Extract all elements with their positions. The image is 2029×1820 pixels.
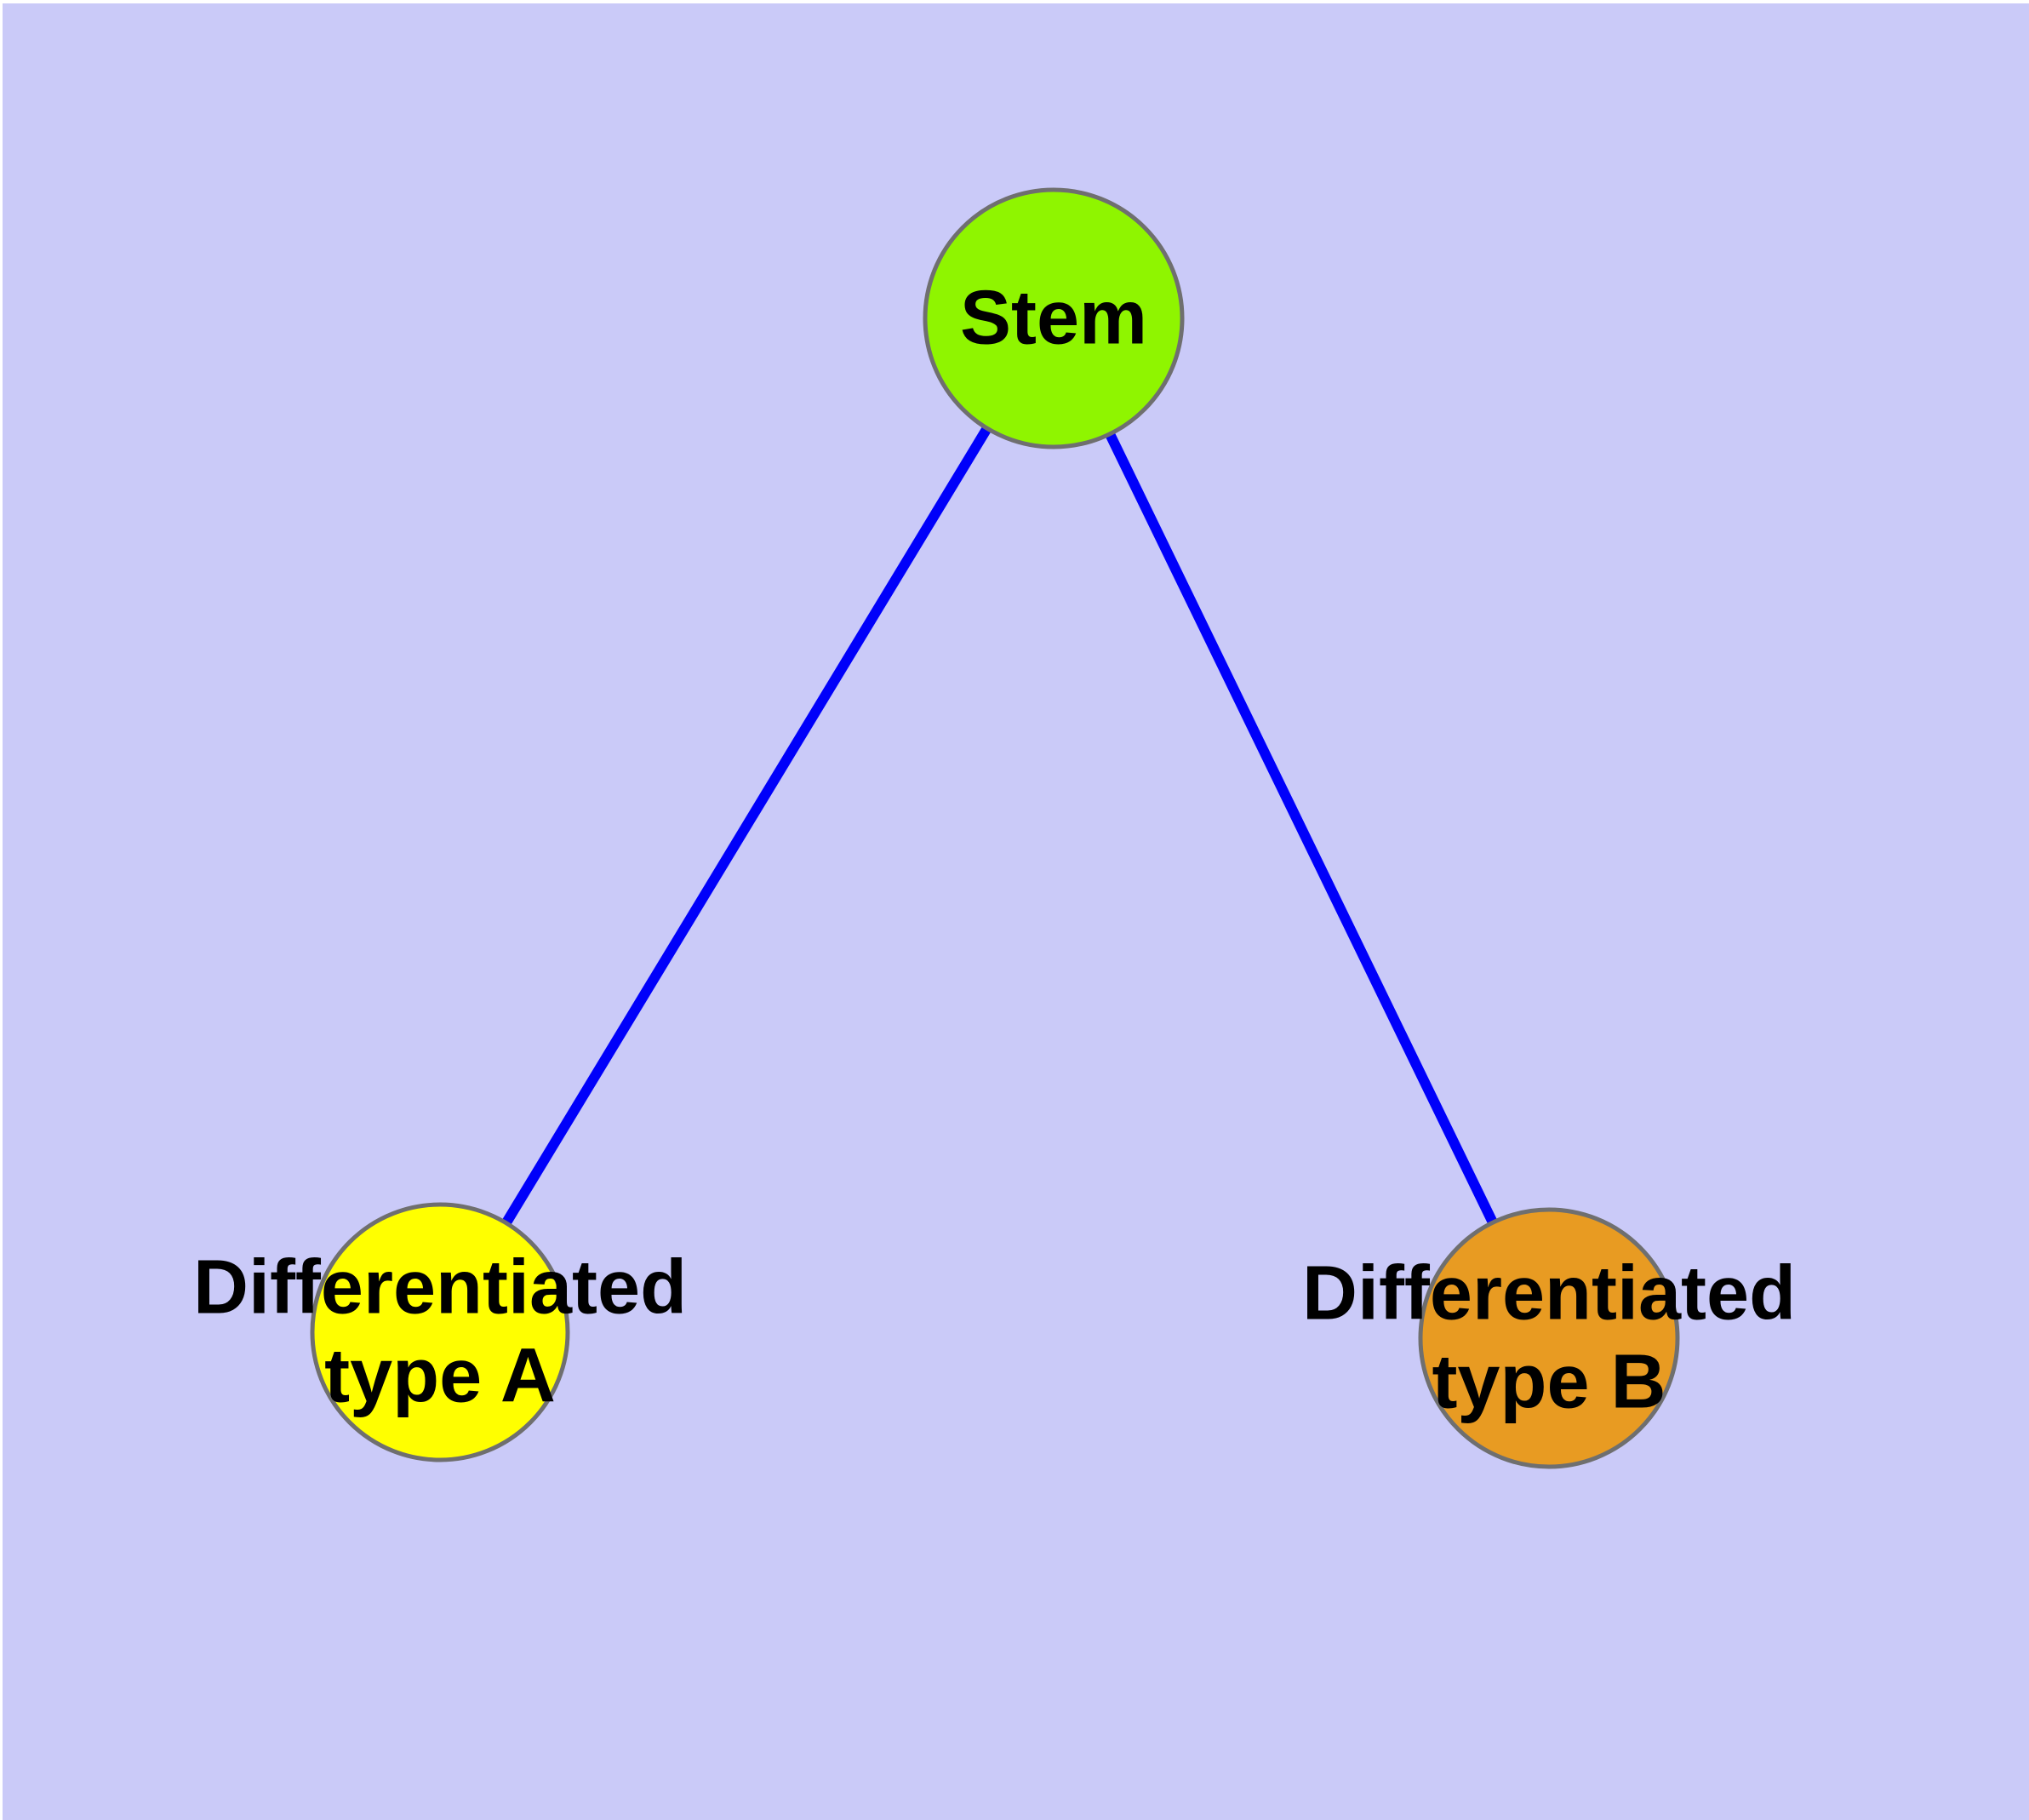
- node-stem: [923, 187, 1185, 449]
- edge-stem-to-type-b: [1049, 316, 1554, 1341]
- node-differentiated-type-a: [310, 1202, 570, 1462]
- edge-stem-to-type-a: [435, 315, 1059, 1336]
- node-differentiated-type-b: [1418, 1207, 1680, 1469]
